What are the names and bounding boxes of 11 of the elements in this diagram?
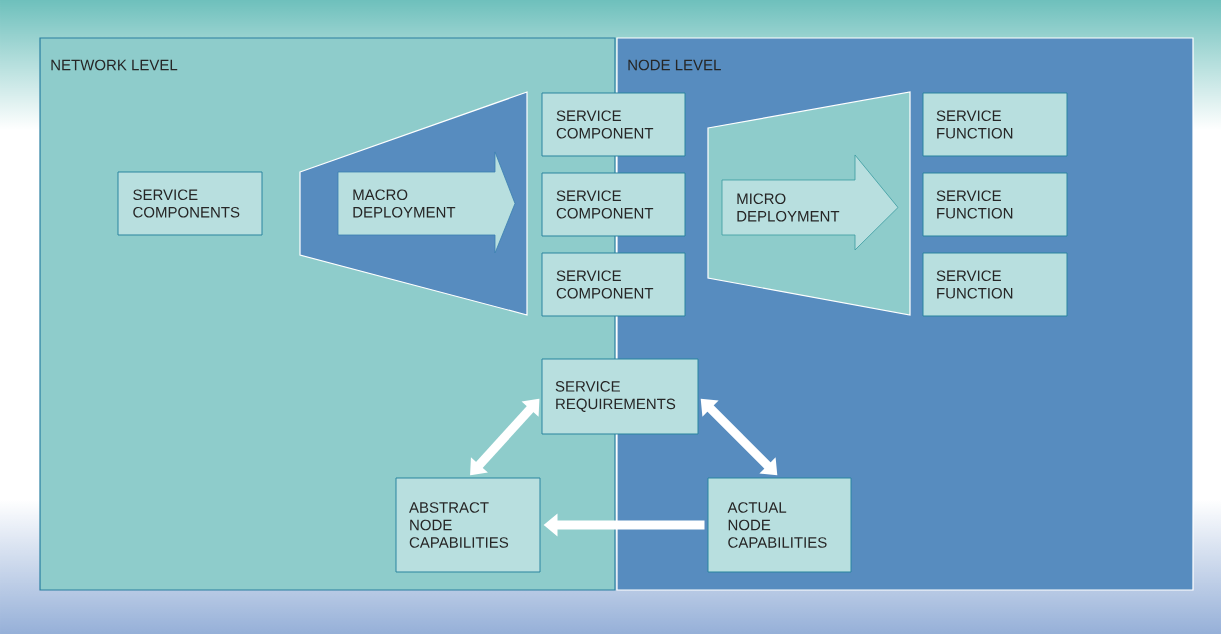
process-box: SERVICE COMPONENT <box>541 92 686 157</box>
process-box: SERVICE COMPONENT <box>541 252 686 317</box>
process-box: ACTUAL NODE CAPABILITIES <box>707 477 852 573</box>
process-box: SERVICE COMPONENT <box>541 172 686 237</box>
arrow <box>700 398 778 476</box>
process-box: SERVICE FUNCTION <box>922 252 1068 317</box>
process-box: SERVICE COMPONENTS <box>117 171 263 236</box>
process-box: SERVICE REQUIREMENTS <box>541 358 699 435</box>
process-box: ABSTRACT NODE CAPABILITIES <box>395 477 541 573</box>
process-box: SERVICE FUNCTION <box>922 172 1068 237</box>
process-box: SERVICE FUNCTION <box>922 92 1068 157</box>
